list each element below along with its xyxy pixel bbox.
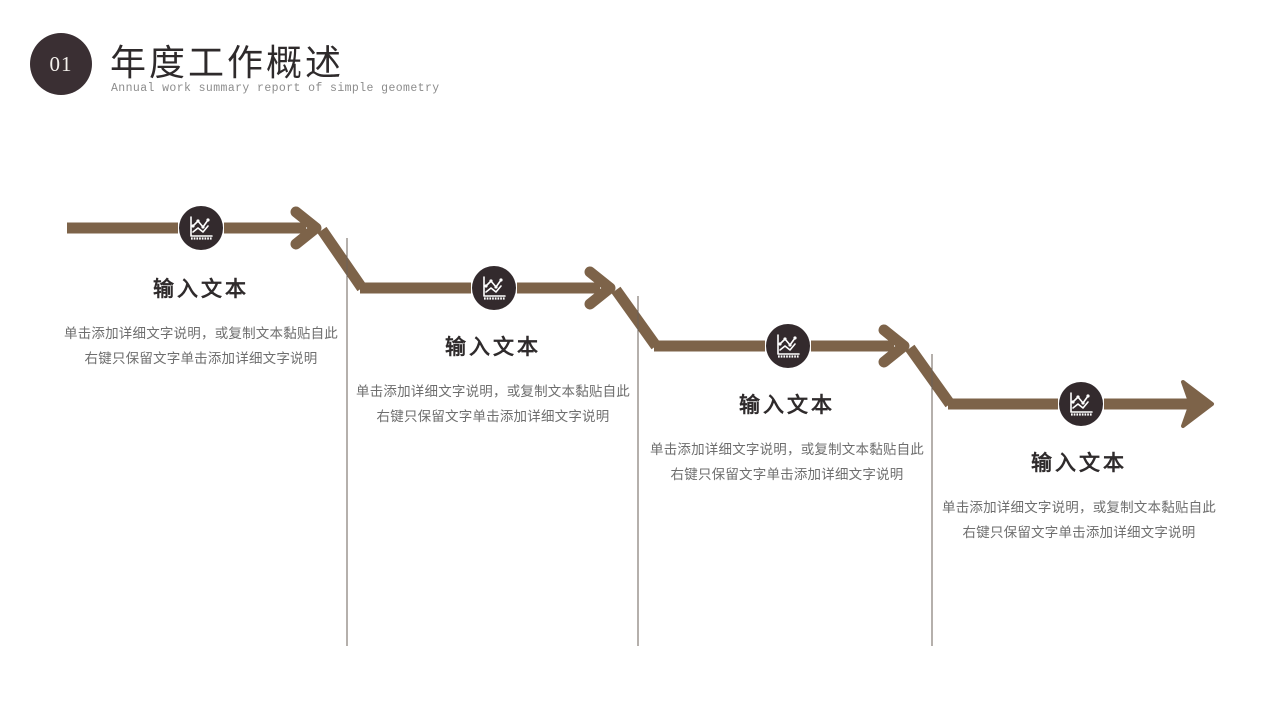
page-subtitle: Annual work summary report of simple geo… xyxy=(111,82,440,95)
line-chart-icon-4[interactable] xyxy=(1059,382,1103,426)
section-number-badge: 01 xyxy=(30,33,92,95)
step-description: 单击添加详细文字说明，或复制文本黏贴自此右键只保留文字单击添加详细文字说明 xyxy=(64,326,338,366)
line-chart-icon-3[interactable] xyxy=(766,324,810,368)
flow-arrowhead-3 xyxy=(878,324,910,368)
line-chart-icon xyxy=(1070,392,1093,416)
flow-descent-2 xyxy=(611,286,661,350)
flow-descent-3 xyxy=(905,344,955,408)
step-title: 输入文本 xyxy=(739,393,835,417)
line-chart-icon xyxy=(190,216,213,240)
line-chart-icon-1[interactable] xyxy=(179,206,223,250)
line-chart-icon xyxy=(483,276,506,300)
flow-step-3: 输入文本 单击添加详细文字说明，或复制文本黏贴自此右键只保留文字单击添加详细文字… xyxy=(644,389,930,487)
flow-arrowhead-final xyxy=(1181,380,1214,428)
step-title: 输入文本 xyxy=(1031,451,1127,475)
line-chart-icon xyxy=(777,334,800,358)
section-number-label: 01 xyxy=(49,52,73,76)
flow-arrowhead-1 xyxy=(290,206,322,250)
step-description: 单击添加详细文字说明，或复制文本黏贴自此右键只保留文字单击添加详细文字说明 xyxy=(650,442,924,482)
flow-arrowhead-2 xyxy=(584,266,616,310)
step-description: 单击添加详细文字说明，或复制文本黏贴自此右键只保留文字单击添加详细文字说明 xyxy=(942,500,1216,540)
flow-descent-1 xyxy=(317,226,367,292)
line-chart-icon-2[interactable] xyxy=(472,266,516,310)
page-title: 年度工作概述 xyxy=(110,43,345,83)
flow-step-4: 输入文本 单击添加详细文字说明，或复制文本黏贴自此右键只保留文字单击添加详细文字… xyxy=(936,447,1222,545)
step-description: 单击添加详细文字说明，或复制文本黏贴自此右键只保留文字单击添加详细文字说明 xyxy=(356,384,630,424)
slide-header: 01 年度工作概述 Annual work summary report of … xyxy=(0,0,1280,130)
flow-step-1: 输入文本 单击添加详细文字说明，或复制文本黏贴自此右键只保留文字单击添加详细文字… xyxy=(58,273,344,371)
flow-step-2: 输入文本 单击添加详细文字说明，或复制文本黏贴自此右键只保留文字单击添加详细文字… xyxy=(350,331,636,429)
step-title: 输入文本 xyxy=(153,277,249,301)
step-title: 输入文本 xyxy=(445,335,541,359)
